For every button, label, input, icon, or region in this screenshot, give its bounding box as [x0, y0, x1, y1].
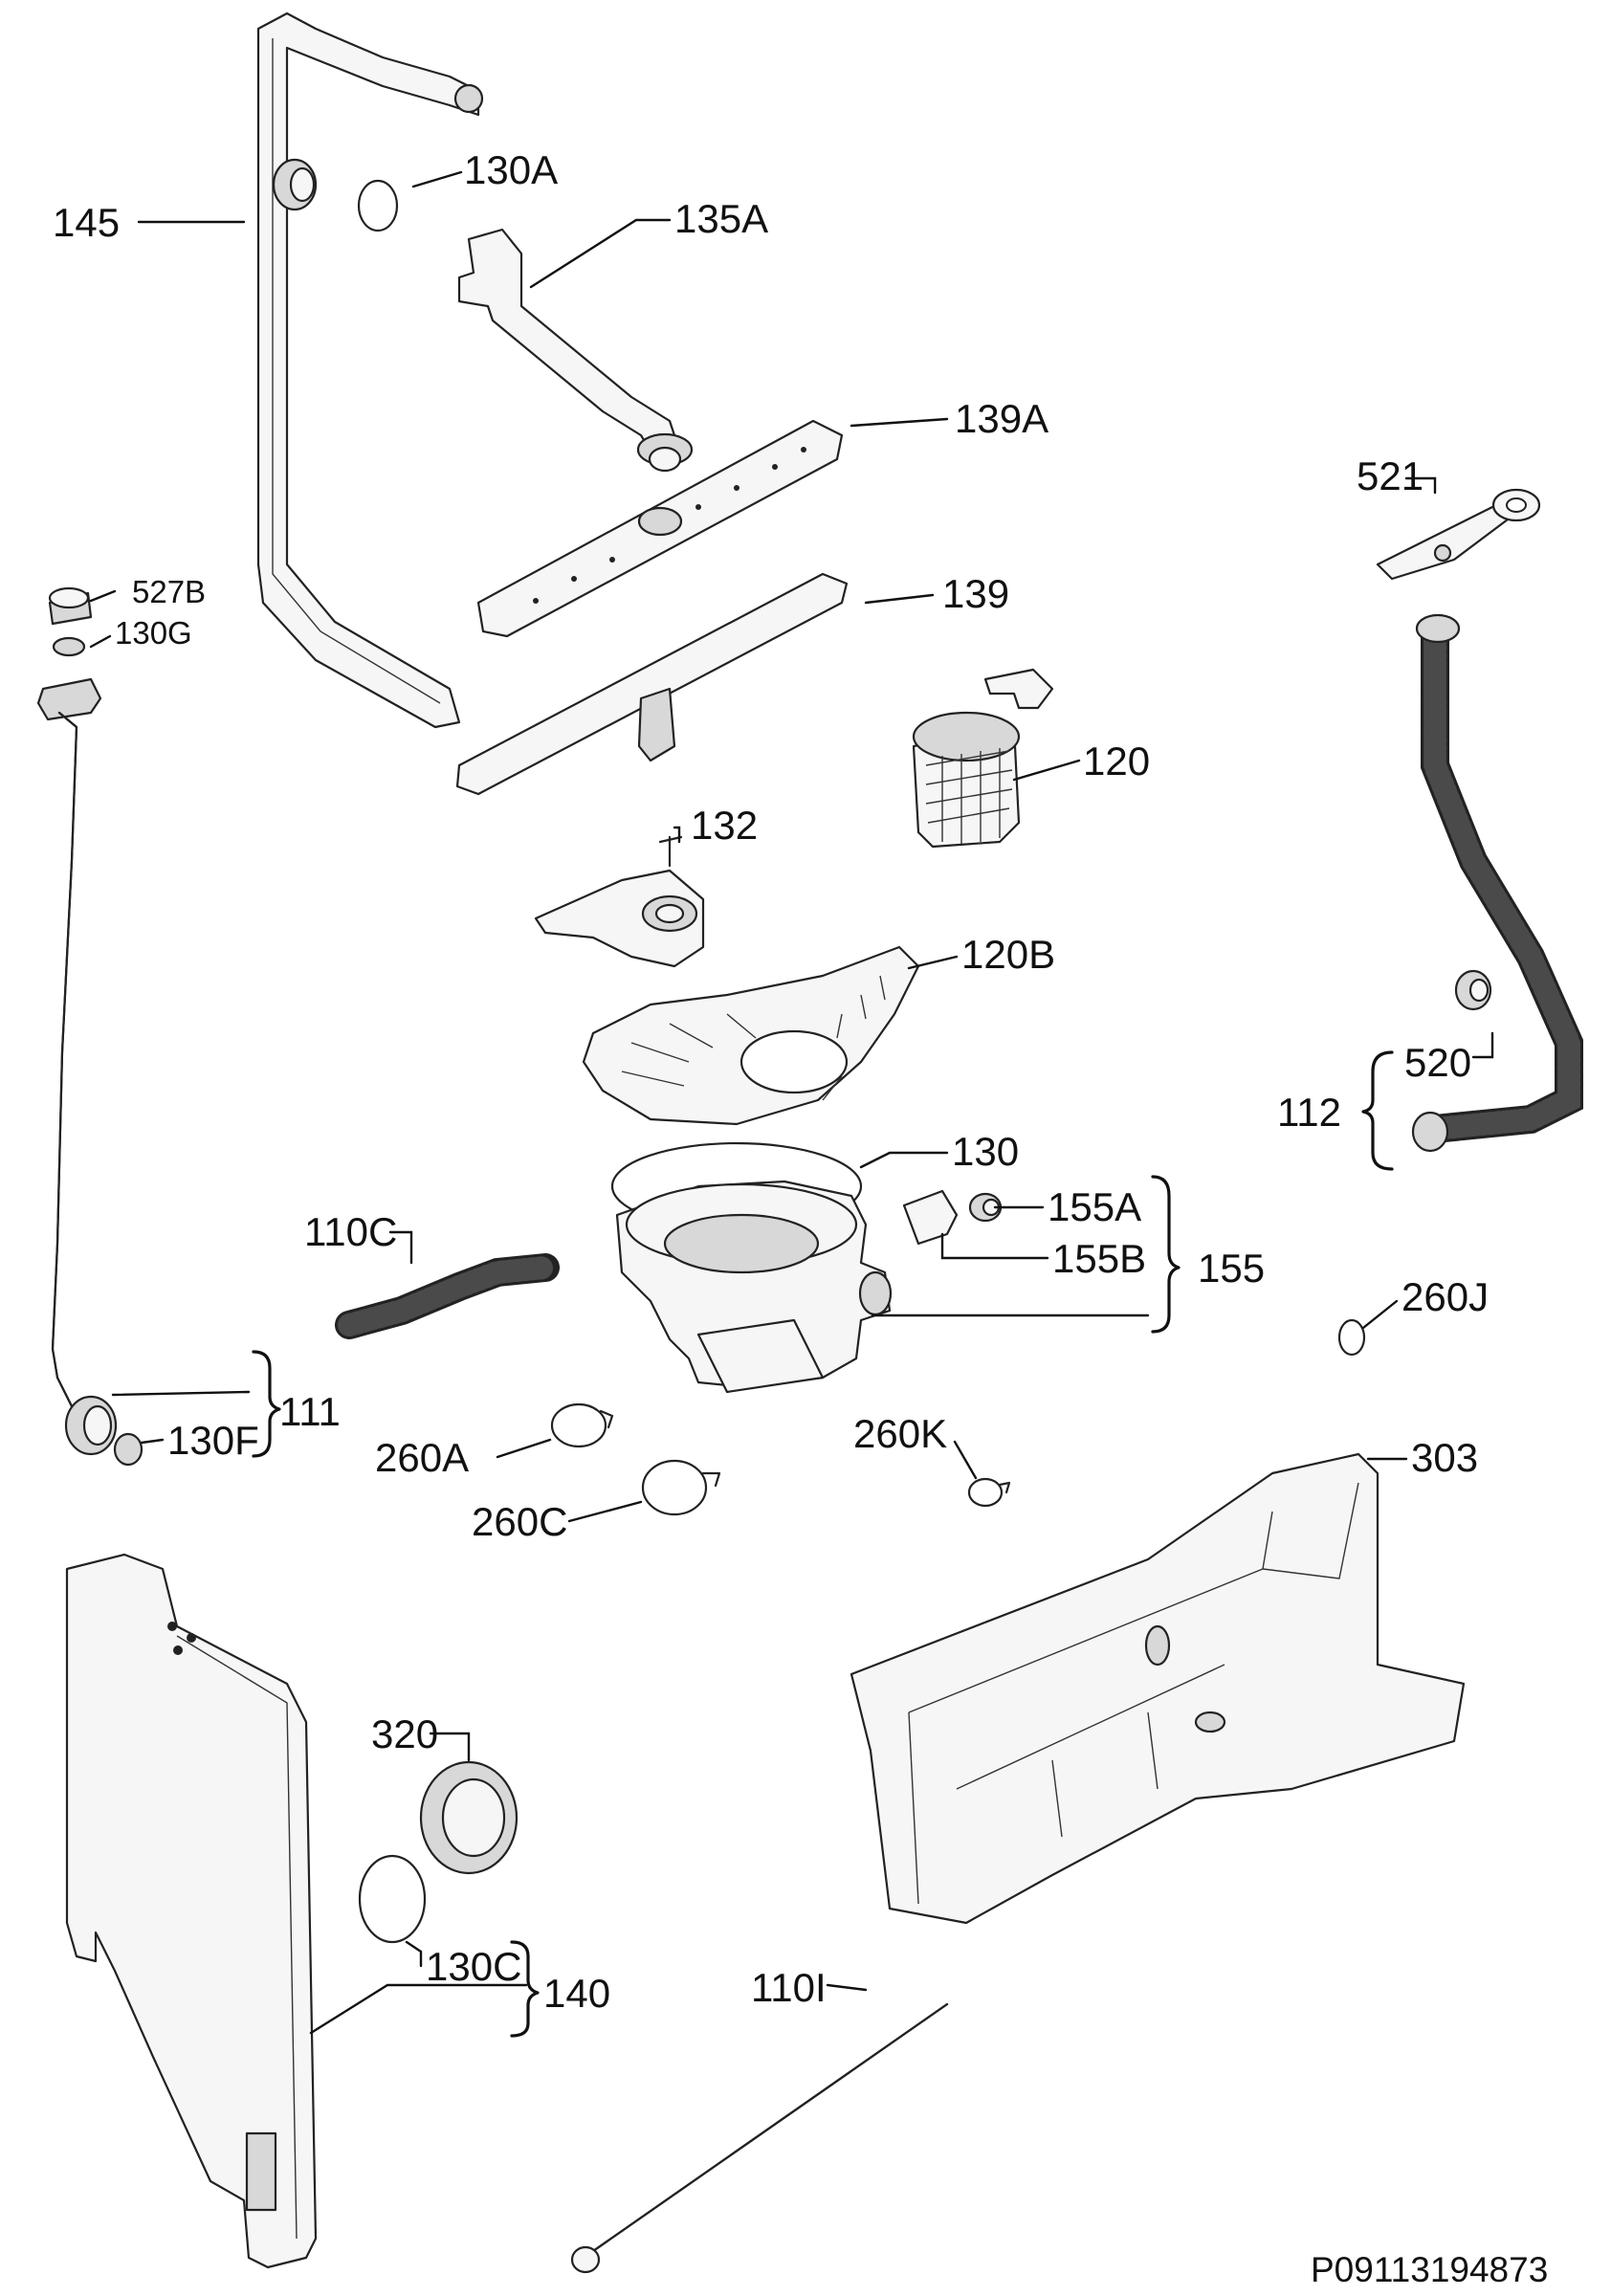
label-130F: 130F: [167, 1418, 259, 1463]
part-112-drain-hose[interactable]: [1411, 613, 1583, 1153]
part-120B-flat-filter[interactable]: [582, 945, 920, 1126]
label-111: 111: [279, 1389, 341, 1434]
part-130A-o-ring[interactable]: [357, 179, 399, 232]
part-139A-upper-spray-arm[interactable]: [476, 419, 844, 638]
label-260J: 260J: [1401, 1274, 1489, 1319]
part-130G-washer[interactable]: [52, 636, 86, 657]
label-155B: 155B: [1052, 1236, 1146, 1281]
part-145-supply-pipe[interactable]: [256, 11, 484, 729]
label-139: 139: [942, 571, 1009, 616]
label-132: 132: [691, 803, 758, 848]
label-112: 112: [1277, 1090, 1341, 1135]
label-140: 140: [543, 1971, 610, 2016]
part-521-tool[interactable]: [1376, 488, 1541, 581]
brace-155: [1151, 1175, 1181, 1334]
reference-number: P09113194873: [1311, 2250, 1548, 2289]
part-130C-seal[interactable]: [358, 1854, 427, 1944]
label-130: 130: [952, 1129, 1019, 1174]
label-135A: 135A: [674, 196, 768, 241]
part-120-filter[interactable]: [912, 668, 1054, 849]
label-303: 303: [1411, 1435, 1478, 1480]
label-130G: 130G: [115, 615, 192, 651]
part-260C-clamp[interactable]: [641, 1459, 721, 1516]
label-130A: 130A: [464, 147, 558, 192]
grouping-braces: [252, 1050, 1394, 2038]
label-120: 120: [1083, 739, 1150, 784]
brace-112: [1361, 1050, 1394, 1171]
part-303-base[interactable]: [850, 1452, 1466, 1925]
part-110C-hose[interactable]: [335, 1253, 560, 1339]
part-260J-clamp[interactable]: [1337, 1318, 1366, 1357]
part-260K-clamp[interactable]: [967, 1477, 1011, 1508]
label-110I: 110I: [751, 1965, 827, 2010]
label-527B: 527B: [132, 574, 206, 609]
part-320-seal[interactable]: [419, 1760, 519, 1875]
brace-111: [252, 1350, 281, 1458]
part-520-hose-clip[interactable]: [1454, 969, 1492, 1011]
part-260A-clamp[interactable]: [550, 1402, 614, 1448]
label-145: 145: [53, 200, 120, 245]
part-110I-tube[interactable]: [570, 2002, 949, 2274]
brace-140: [510, 1940, 540, 2038]
leader-lines: [89, 170, 1494, 2035]
label-521: 521: [1357, 453, 1423, 498]
label-520: 520: [1404, 1040, 1471, 1085]
part-139-lower-spray-arm[interactable]: [455, 572, 849, 796]
label-155: 155: [1198, 1246, 1265, 1291]
part-labels: 145 130A 135A 139A 139 521 527B 130G 120…: [53, 147, 1548, 2289]
part-155B-valve[interactable]: [902, 1189, 959, 1246]
part-527B-cap[interactable]: [48, 586, 93, 626]
part-111-inlet-hose[interactable]: [36, 677, 118, 1456]
label-155A: 155A: [1048, 1184, 1141, 1229]
label-320: 320: [371, 1711, 438, 1756]
label-260K: 260K: [853, 1411, 947, 1456]
label-110C: 110C: [304, 1209, 397, 1254]
part-130F-washer[interactable]: [113, 1432, 143, 1467]
label-260A: 260A: [375, 1435, 469, 1480]
label-120B: 120B: [961, 932, 1055, 977]
label-260C: 260C: [472, 1499, 567, 1544]
part-135A-upper-pipe[interactable]: [457, 228, 694, 473]
part-132-bracket[interactable]: [534, 835, 705, 968]
part-140-side-panel[interactable]: [65, 1553, 318, 2269]
part-155-sump[interactable]: [615, 1180, 893, 1394]
label-130C: 130C: [426, 1944, 521, 1989]
label-139A: 139A: [955, 396, 1048, 441]
